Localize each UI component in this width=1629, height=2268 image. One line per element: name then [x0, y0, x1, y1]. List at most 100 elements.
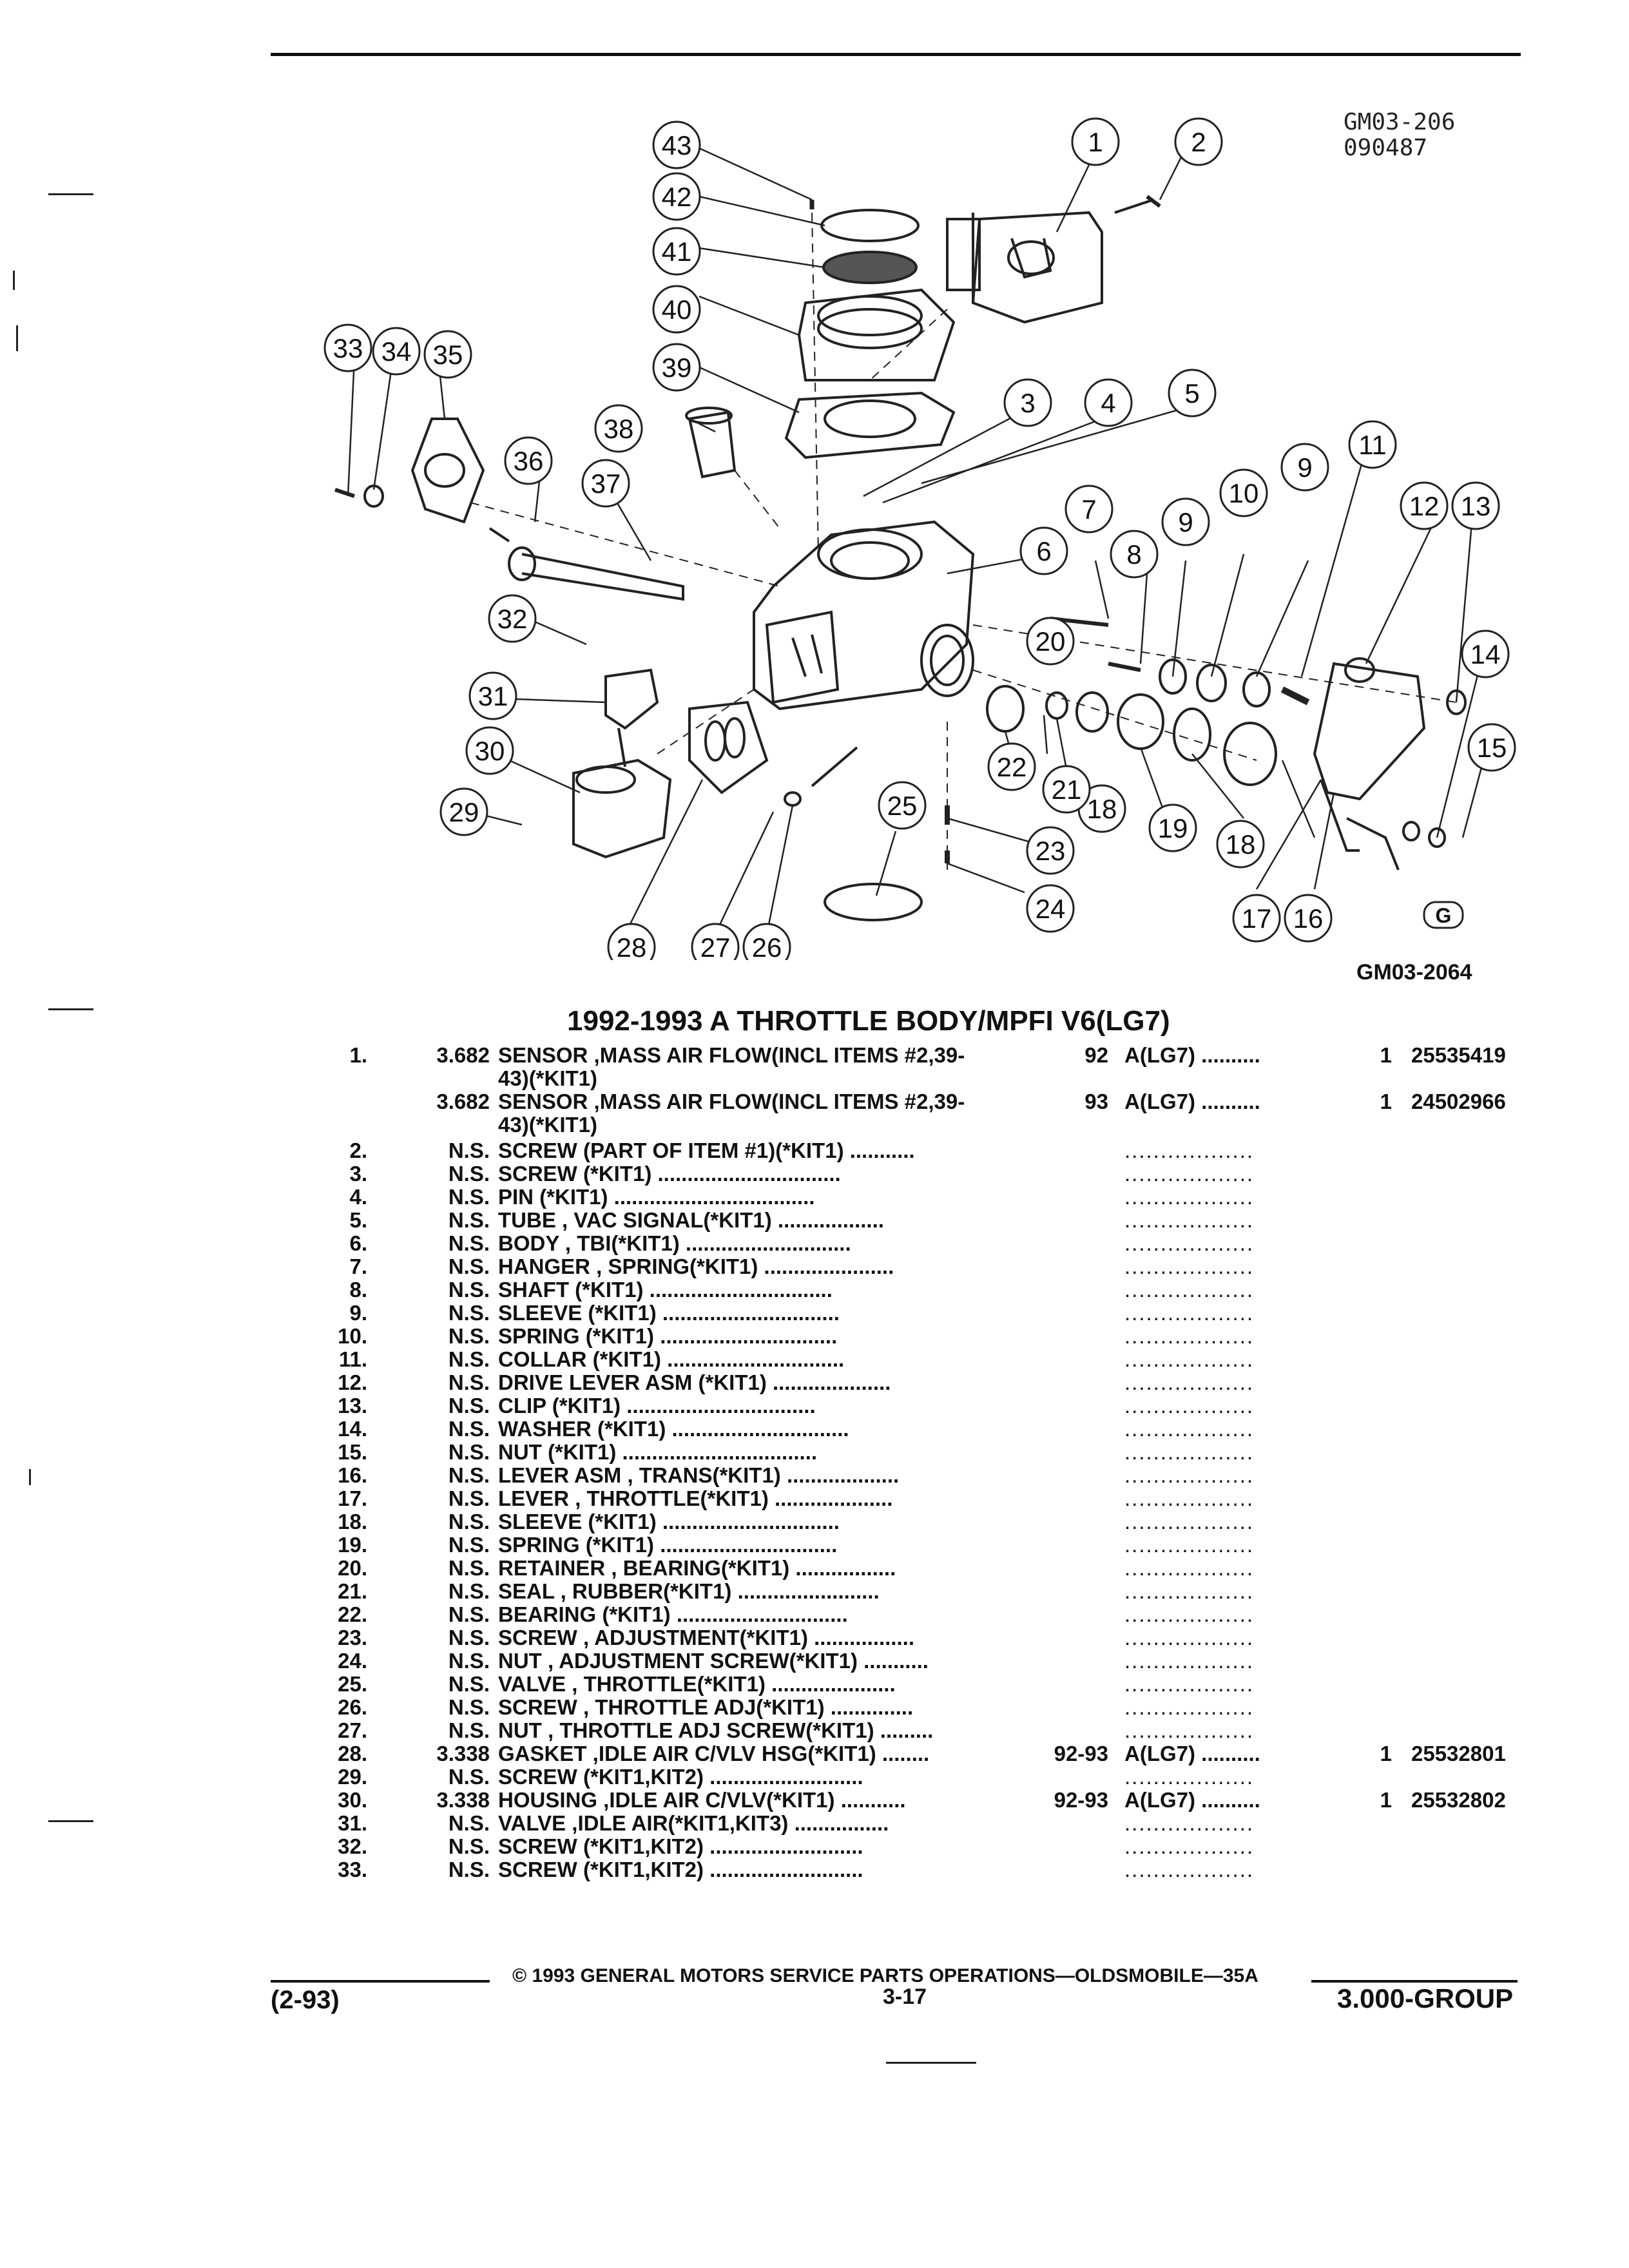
part-qty: 1 [1380, 1043, 1392, 1067]
part-yr: 92 [1084, 1043, 1108, 1067]
part-idx: 2. [349, 1139, 367, 1162]
part-grp: N.S. [448, 1185, 490, 1209]
callout-34: 34 [372, 327, 421, 376]
part-grp: N.S. [448, 1162, 490, 1186]
dot-leader: .................. [1124, 1858, 1255, 1881]
part-grp: N.S. [448, 1324, 490, 1348]
part-desc: NUT , THROTTLE ADJ SCREW(*KIT1) ........… [498, 1719, 934, 1742]
svg-text:35: 35 [433, 340, 463, 370]
part-grp: N.S. [448, 1208, 490, 1232]
part-desc: BODY , TBI(*KIT1) ......................… [498, 1232, 851, 1255]
callout-4: 4 [1084, 378, 1133, 427]
dot-leader: .................. [1124, 1162, 1255, 1186]
callout-14: 14 [1461, 629, 1510, 678]
part-desc: NUT (*KIT1) ............................… [498, 1441, 818, 1464]
part-desc: HOUSING ,IDLE AIR C/VLV(*KIT1) .........… [498, 1789, 906, 1812]
part-idx: 7. [349, 1254, 367, 1278]
callout-24: 24 [1026, 884, 1075, 933]
part-pn: 25535419 [1411, 1043, 1506, 1067]
part-desc: SPRING (*KIT1) .........................… [498, 1533, 838, 1557]
callout-9: 9 [1161, 497, 1210, 546]
part-grp: N.S. [448, 1440, 490, 1464]
part-grp: N.S. [448, 1347, 490, 1371]
part-desc: BEARING (*KIT1) ........................… [498, 1603, 848, 1626]
callout-35: 35 [423, 330, 472, 379]
dot-leader: .................. [1124, 1209, 1255, 1232]
part-desc: SHAFT (*KIT1) ..........................… [498, 1278, 833, 1302]
part-grp: N.S. [448, 1370, 490, 1394]
svg-text:40: 40 [662, 294, 692, 325]
svg-text:32: 32 [497, 604, 528, 634]
part-grp: N.S. [448, 1672, 490, 1696]
part-idx: 16. [338, 1463, 367, 1487]
dot-leader: .................. [1124, 1696, 1255, 1719]
part-idx: 13. [338, 1394, 367, 1418]
callout-1: 1 [1071, 117, 1120, 166]
callout-43: 43 [652, 120, 701, 169]
callout-15: 15 [1467, 723, 1516, 772]
callout-11: 11 [1348, 420, 1397, 469]
part-qty: 1 [1380, 1788, 1392, 1812]
part-desc: SENSOR ,MASS AIR FLOW(INCL ITEMS #2,39- [498, 1044, 965, 1067]
dot-leader: .................. [1124, 1649, 1255, 1673]
part-yr: 93 [1084, 1090, 1108, 1113]
part-grp: 3.338 [436, 1742, 490, 1765]
part-desc: SCREW (*KIT1,KIT2) .....................… [498, 1835, 863, 1858]
callout-7: 7 [1065, 485, 1113, 533]
part-desc: VALVE ,IDLE AIR(*KIT1,KIT3) ............… [498, 1812, 889, 1835]
svg-text:18: 18 [1226, 829, 1256, 860]
callout-27: 27 [691, 923, 740, 960]
svg-text:17: 17 [1242, 903, 1272, 934]
callout-32: 32 [488, 594, 537, 643]
page-title: 1992-1993 A THROTTLE BODY/MPFI V6(LG7) [567, 1005, 1170, 1037]
callout-6: 6 [1019, 526, 1068, 575]
svg-text:7: 7 [1081, 494, 1096, 524]
svg-text:18: 18 [1087, 794, 1117, 824]
dot-leader: .................. [1124, 1302, 1255, 1325]
part-qty: 1 [1380, 1090, 1392, 1113]
part-idx: 33. [338, 1858, 367, 1881]
part-idx: 8. [349, 1278, 367, 1302]
callout-18: 18 [1077, 784, 1126, 833]
svg-text:39: 39 [662, 352, 692, 383]
part-idx: 12. [338, 1370, 367, 1394]
margin-mark [16, 325, 18, 351]
svg-text:42: 42 [662, 182, 692, 212]
part-grp: N.S. [448, 1139, 490, 1162]
part-grp: 3.682 [436, 1043, 490, 1067]
part-model: A(LG7) .......... [1124, 1788, 1260, 1812]
part-idx: 1. [349, 1043, 367, 1067]
svg-text:33: 33 [333, 333, 363, 363]
svg-text:15: 15 [1477, 733, 1507, 763]
dot-leader: .................. [1124, 1394, 1255, 1418]
group-number: 3.000-GROUP [1337, 1983, 1514, 2013]
part-idx: 32. [338, 1834, 367, 1858]
part-qty: 1 [1380, 1742, 1392, 1765]
copyright-line: © 1993 GENERAL MOTORS SERVICE PARTS OPER… [512, 1965, 1258, 1986]
part-model: A(LG7) .......... [1124, 1090, 1260, 1113]
dot-leader: .................. [1124, 1557, 1255, 1580]
part-grp: 3.338 [436, 1788, 490, 1812]
svg-text:19: 19 [1158, 813, 1188, 843]
svg-text:14: 14 [1470, 639, 1501, 669]
part-idx: 18. [338, 1510, 367, 1533]
margin-mark [48, 1008, 93, 1010]
part-idx: 24. [338, 1649, 367, 1673]
callout-40: 40 [652, 285, 701, 334]
part-desc: VALVE , THROTTLE(*KIT1) ................… [498, 1673, 896, 1696]
part-desc: WASHER (*KIT1) .........................… [498, 1418, 849, 1441]
part-desc: SCREW (*KIT1,KIT2) .....................… [498, 1858, 863, 1881]
dot-leader: .................. [1124, 1533, 1255, 1557]
footer-rule-left [271, 1980, 490, 1983]
svg-text:24: 24 [1036, 894, 1066, 924]
bottom-mark [886, 2062, 976, 2064]
part-grp: N.S. [448, 1231, 490, 1255]
callout-12: 12 [1400, 481, 1449, 530]
part-desc: GASKET ,IDLE AIR C/VLV HSG(*KIT1) ......… [498, 1742, 930, 1765]
part-desc: SCREW (PART OF ITEM #1)(*KIT1) .........… [498, 1139, 915, 1162]
part-idx: 29. [338, 1765, 367, 1789]
svg-text:3: 3 [1020, 388, 1035, 418]
part-idx: 25. [338, 1672, 367, 1696]
part-grp: N.S. [448, 1533, 490, 1557]
callout-19: 19 [1148, 803, 1197, 852]
